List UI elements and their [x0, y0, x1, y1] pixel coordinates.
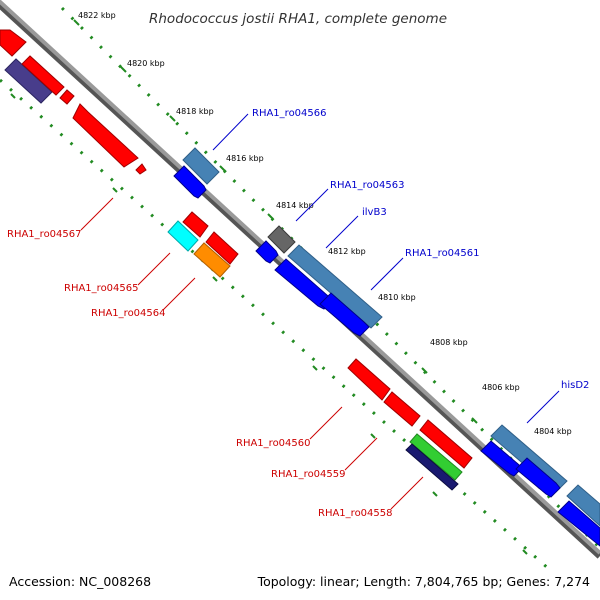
gene-ro04564-orange[interactable] — [193, 242, 231, 278]
ruler-tick — [267, 213, 274, 220]
forward-gene-labels: RHA1_ro04566 RHA1_ro04563 ilvB3 RHA1_ro0… — [252, 108, 589, 391]
label-ro04558[interactable]: RHA1_ro04558 — [318, 508, 393, 519]
gene-ro04559-green[interactable] — [409, 433, 463, 481]
label-ro04560[interactable]: RHA1_ro04560 — [236, 438, 311, 449]
guide-tick — [10, 93, 16, 99]
connector-ro04558 — [390, 476, 424, 510]
cds-hisD2-2[interactable] — [515, 457, 561, 498]
accession-text: Accession: NC_008268 — [9, 574, 151, 589]
ruler-tick-label: 4818 kbp — [176, 107, 214, 116]
inner-guide-line — [0, 78, 551, 572]
ruler-tick — [471, 417, 478, 424]
cds-ro04567-a[interactable] — [59, 89, 75, 105]
gene-ro04560[interactable] — [347, 358, 391, 401]
gene-ro04567-top[interactable] — [0, 29, 27, 57]
ruler-tick-label: 4814 kbp — [276, 201, 314, 210]
cds-ro04566[interactable] — [173, 165, 207, 199]
ruler-tick-label: 4822 kbp — [78, 11, 116, 20]
connector-ro04563 — [295, 188, 329, 222]
gene-ro04567[interactable] — [21, 55, 65, 96]
ruler-tick-label: 4812 kbp — [328, 247, 366, 256]
gene-ro04564[interactable] — [205, 231, 239, 265]
guide-tick — [522, 549, 528, 555]
ruler-tick — [219, 165, 226, 172]
cds-forward-edge[interactable] — [557, 500, 600, 547]
connector-hisD2 — [526, 390, 560, 424]
label-ro04565[interactable]: RHA1_ro04565 — [64, 283, 139, 294]
ruler-tick-label: 4816 kbp — [226, 154, 264, 163]
gene-forward-edge[interactable] — [566, 484, 600, 527]
ruler-tick — [169, 115, 176, 122]
label-ro04559[interactable]: RHA1_ro04559 — [271, 469, 346, 480]
guide-tick — [312, 365, 318, 371]
ruler-tick — [120, 66, 127, 73]
reverse-connectors — [80, 197, 424, 510]
guide-tick — [112, 187, 118, 193]
cds-ro04563[interactable] — [255, 240, 279, 264]
cds-ro04561[interactable] — [319, 292, 370, 337]
inner-guide-ticks — [10, 93, 528, 555]
gene-ro04559[interactable] — [419, 419, 473, 469]
forward-connectors — [212, 113, 560, 424]
label-ro04564[interactable]: RHA1_ro04564 — [91, 308, 166, 319]
cds-ro04560[interactable] — [383, 391, 421, 427]
connector-ro04564 — [162, 277, 196, 311]
ruler-tick-label: 4806 kbp — [482, 383, 520, 392]
guide-tick — [212, 276, 218, 282]
label-ro04563[interactable]: RHA1_ro04563 — [330, 180, 405, 191]
ruler-tick — [421, 367, 428, 374]
forward-features — [173, 147, 600, 547]
guide-tick — [370, 433, 376, 439]
connector-ro04560 — [309, 406, 343, 440]
cds-ro04567-b[interactable] — [72, 103, 139, 168]
reverse-gene-labels: RHA1_ro04567 RHA1_ro04565 RHA1_ro04564 R… — [7, 229, 393, 519]
ruler-ticks: 4822 kbp 4820 kbp 4818 kbp 4816 kbp 4814… — [73, 11, 572, 476]
label-ro04566[interactable]: RHA1_ro04566 — [252, 108, 327, 119]
ruler-tick-label: 4820 kbp — [127, 59, 165, 68]
connector-ro04567 — [80, 197, 114, 231]
gene-ro04563[interactable] — [267, 225, 296, 254]
label-ro04561[interactable]: RHA1_ro04561 — [405, 248, 480, 259]
ruler-tick — [73, 19, 80, 26]
label-ro04567[interactable]: RHA1_ro04567 — [7, 229, 82, 240]
gene-ro04565-cyan[interactable] — [167, 220, 199, 252]
genome-summary-text: Topology: linear; Length: 7,804,765 bp; … — [257, 574, 590, 589]
reverse-features — [0, 29, 473, 491]
guide-tick — [432, 491, 438, 497]
ruler-tick-label: 4804 kbp — [534, 427, 572, 436]
ruler-tick-label: 4810 kbp — [378, 293, 416, 302]
cds-ro04567-c[interactable] — [135, 163, 147, 175]
connector-ro04566 — [212, 113, 249, 151]
gene-ro04558[interactable] — [405, 443, 459, 491]
connector-ro04559 — [344, 437, 378, 471]
gene-ro04565[interactable] — [182, 211, 209, 238]
connector-ro04561 — [370, 257, 404, 291]
ruler-tick-label: 4808 kbp — [430, 338, 468, 347]
label-hisD2[interactable]: hisD2 — [561, 380, 589, 391]
connector-ilvB3 — [325, 215, 359, 249]
label-ilvB3[interactable]: ilvB3 — [362, 207, 387, 218]
connector-ro04565 — [137, 252, 171, 286]
map-title: Rhodococcus jostii RHA1, complete genome — [149, 11, 447, 27]
gene-ro04566[interactable] — [182, 147, 220, 185]
